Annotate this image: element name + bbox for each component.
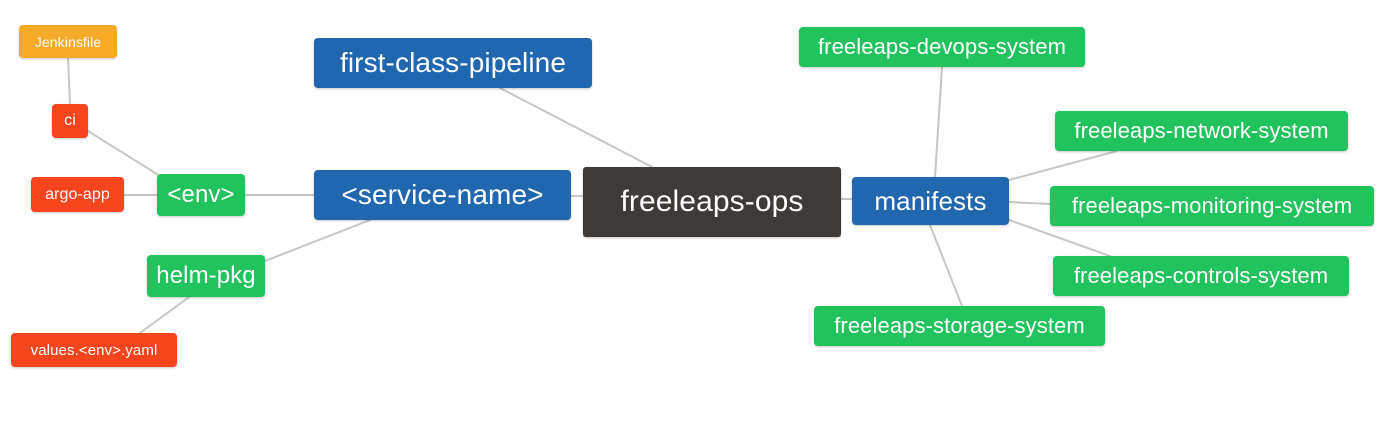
node-freeleaps-ops[interactable]: freeleaps-ops bbox=[583, 167, 841, 237]
node-freeleaps-controls-system[interactable]: freeleaps-controls-system bbox=[1053, 256, 1349, 296]
node-label: argo-app bbox=[45, 185, 110, 203]
node-freeleaps-storage-system[interactable]: freeleaps-storage-system bbox=[814, 306, 1105, 346]
node-first-class-pipeline[interactable]: first-class-pipeline bbox=[314, 38, 592, 88]
node-label: values.<env>.yaml bbox=[30, 341, 158, 359]
node-freeleaps-devops-system[interactable]: freeleaps-devops-system bbox=[799, 27, 1085, 67]
edge-helm-pkg-to-service-name bbox=[264, 219, 371, 262]
node-label: freeleaps-storage-system bbox=[834, 313, 1085, 338]
node-label: Jenkinsfile bbox=[34, 33, 102, 50]
edge-jenkinsfile-to-ci bbox=[67, 57, 71, 105]
edge-manifests-to-freeleaps-storage-system bbox=[929, 224, 963, 307]
node-env[interactable]: <env> bbox=[157, 174, 245, 216]
node-jenkinsfile[interactable]: Jenkinsfile bbox=[19, 25, 117, 58]
node-label: freeleaps-ops bbox=[620, 185, 804, 218]
edge-first-class-pipeline-to-freeleaps-ops bbox=[499, 87, 653, 168]
node-label: freeleaps-network-system bbox=[1074, 118, 1329, 143]
node-ci[interactable]: ci bbox=[52, 104, 88, 138]
node-label: ci bbox=[64, 112, 76, 129]
node-label: <service-name> bbox=[341, 179, 544, 210]
node-helm-pkg[interactable]: helm-pkg bbox=[147, 255, 265, 297]
edge-values-env-yaml-to-helm-pkg bbox=[139, 296, 190, 334]
node-values-env-yaml[interactable]: values.<env>.yaml bbox=[11, 333, 177, 367]
edge-manifests-to-freeleaps-monitoring-system bbox=[1008, 201, 1051, 205]
node-freeleaps-network-system[interactable]: freeleaps-network-system bbox=[1055, 111, 1348, 151]
node-manifests[interactable]: manifests bbox=[852, 177, 1009, 225]
edge-manifests-to-freeleaps-network-system bbox=[1008, 150, 1118, 181]
node-label: manifests bbox=[874, 186, 987, 216]
edge-manifests-to-freeleaps-devops-system bbox=[934, 66, 943, 178]
node-label: freeleaps-controls-system bbox=[1073, 263, 1329, 288]
node-service-name[interactable]: <service-name> bbox=[314, 170, 571, 220]
node-label: freeleaps-devops-system bbox=[817, 34, 1067, 59]
node-label: helm-pkg bbox=[156, 262, 256, 289]
node-freeleaps-monitoring-system[interactable]: freeleaps-monitoring-system bbox=[1050, 186, 1374, 226]
node-label: <env> bbox=[167, 181, 235, 208]
node-argo-app[interactable]: argo-app bbox=[31, 177, 124, 212]
node-label: first-class-pipeline bbox=[339, 47, 567, 78]
edge-ci-to-env bbox=[87, 130, 161, 177]
node-label: freeleaps-monitoring-system bbox=[1071, 193, 1353, 218]
